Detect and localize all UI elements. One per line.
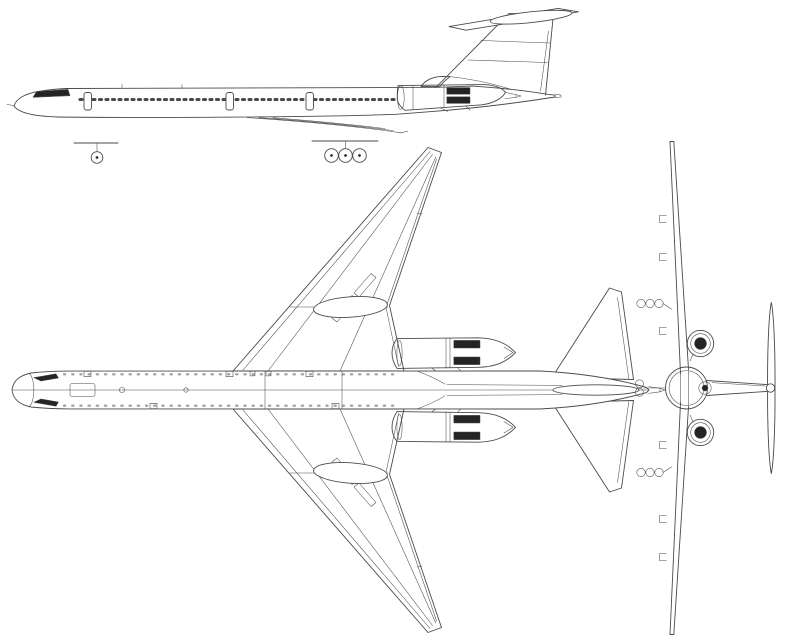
- top-view: [11, 147, 666, 633]
- stabilizer-blade: [767, 302, 776, 389]
- front-dark-details: [694, 337, 709, 439]
- center-engine-intake: [701, 384, 709, 392]
- side-dark-details: [32, 87, 471, 159]
- front-engines: [686, 329, 715, 447]
- front-wing: [669, 141, 689, 635]
- cockpit-windows: [33, 398, 59, 407]
- tail-bullet-fairing: [765, 383, 776, 393]
- plan-wing-upper: [232, 147, 442, 372]
- gear-pod-fairing: [313, 462, 388, 484]
- gear-pod-fairing: [313, 296, 388, 318]
- side-landing-gear: [73, 140, 379, 164]
- front-view: [635, 141, 776, 635]
- engine-intake: [694, 337, 707, 350]
- side-center-intake: [420, 75, 513, 90]
- side-doors: [83, 92, 314, 111]
- cockpit-windows: [33, 373, 59, 382]
- stabilizer-blade: [767, 387, 776, 474]
- side-engine-nacelle: [396, 84, 522, 112]
- tail-bullet-fairing: [552, 384, 640, 396]
- plan-dark-details: [33, 340, 481, 440]
- side-view: [6, 7, 579, 164]
- front-fuselage: [665, 366, 708, 410]
- side-wing-root: [246, 117, 409, 134]
- plan-engine-lower: [391, 408, 516, 443]
- engine-intake: [694, 426, 707, 439]
- front-flap-track-marks: [659, 215, 667, 561]
- side-horizontal-stabilizer: [448, 7, 579, 31]
- front-landing-gear: [635, 299, 672, 477]
- plan-fuselage: [11, 370, 666, 410]
- plan-wing-lower: [232, 408, 442, 633]
- side-fuselage: [6, 83, 562, 118]
- plan-engine-upper: [391, 337, 516, 372]
- front-tail: [706, 302, 776, 474]
- cockpit-windows: [32, 89, 71, 98]
